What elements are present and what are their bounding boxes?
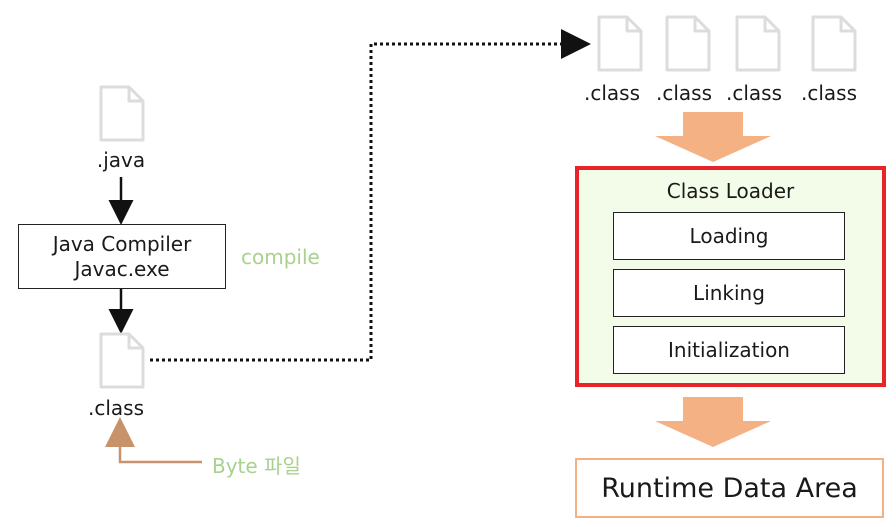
initialization-step: Initialization bbox=[613, 326, 845, 374]
class-files-label-2: .class bbox=[655, 81, 712, 105]
java-compiler-box: Java Compiler Javac.exe bbox=[18, 224, 226, 289]
class-file-icon-4 bbox=[811, 15, 857, 72]
class-files-label-1: .class bbox=[583, 81, 640, 105]
class-file-icon-1 bbox=[597, 15, 643, 72]
loading-step: Loading bbox=[613, 212, 845, 260]
dotted-transfer-arrow bbox=[150, 29, 591, 362]
java-file-label: .java bbox=[96, 148, 146, 172]
java-file-icon bbox=[99, 85, 145, 142]
orange-down-arrow-top bbox=[655, 112, 771, 162]
class-file-label: .class bbox=[87, 396, 144, 420]
class-loader-title: Class Loader bbox=[666, 179, 795, 203]
linking-step: Linking bbox=[613, 269, 845, 317]
byte-file-note: Byte 파일 bbox=[212, 454, 301, 478]
class-file-icon-3 bbox=[735, 15, 781, 72]
compiler-exe: Javac.exe bbox=[74, 256, 170, 281]
class-file-icon bbox=[99, 332, 145, 389]
compiler-name: Java Compiler bbox=[52, 231, 192, 256]
orange-down-arrow-bottom bbox=[655, 397, 771, 447]
runtime-data-area-box: Runtime Data Area bbox=[575, 458, 884, 518]
class-file-icon-2 bbox=[665, 15, 711, 72]
class-files-label-3: .class bbox=[725, 81, 782, 105]
class-files-label-4: .class bbox=[800, 81, 857, 105]
compile-note: compile bbox=[241, 245, 320, 269]
byte-note-pointer bbox=[105, 417, 202, 464]
